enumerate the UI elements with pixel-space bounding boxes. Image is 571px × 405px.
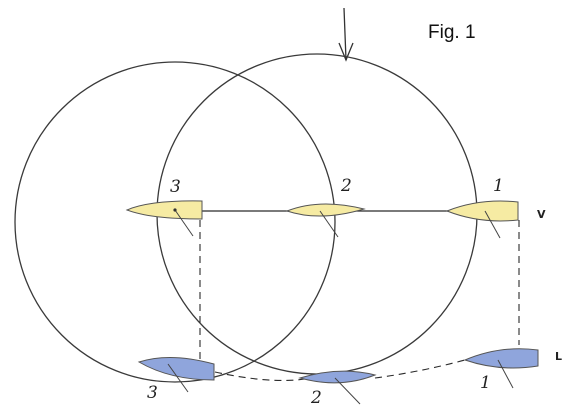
bottom-boat-2 — [298, 370, 377, 405]
wind-arrow-icon — [338, 7, 354, 62]
bottom-boat-2-label: 2 — [310, 388, 322, 405]
top-row-side-label: V — [537, 208, 546, 221]
figure-title: Fig. 1 — [428, 22, 476, 43]
top-boat-1-label: 1 — [493, 176, 504, 196]
bottom-boat-1 — [463, 348, 539, 389]
top-boat-1 — [445, 200, 519, 239]
bottom-boat-1-label: 1 — [480, 373, 491, 393]
bottom-boat-3-label: 3 — [147, 383, 158, 403]
left-circle — [14, 61, 336, 383]
top-boat-2 — [285, 203, 366, 238]
bottom-boat-3 — [137, 356, 215, 393]
bottom-row-side-label: L — [555, 350, 562, 363]
top-boat-3-label: 3 — [170, 177, 181, 197]
top-boat-2-label: 2 — [340, 176, 352, 196]
bottom-row-curve — [214, 359, 466, 382]
top-boat-3 — [125, 200, 203, 237]
